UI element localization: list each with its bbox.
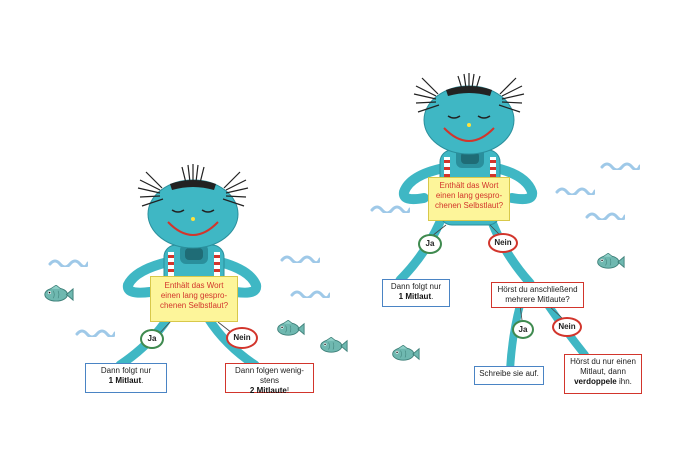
- left-question-note: Enthält das Wort einen lang gespro-chene…: [150, 276, 238, 322]
- fish-icon: [277, 320, 305, 336]
- right-yes-result-end: .: [431, 292, 434, 301]
- right-follow-no-result-bold: verdoppele: [574, 377, 617, 386]
- right-yes-result-bold: 1 Mitlaut: [398, 292, 432, 301]
- left-no-result-end: !: [286, 386, 290, 395]
- right-follow-yes-badge: Ja: [512, 320, 534, 339]
- left-no-badge: Nein: [226, 327, 258, 349]
- right-follow-question-text: Hörst du anschließend mehrere Mitlaute?: [497, 285, 578, 304]
- right-no-label: Nein: [494, 238, 512, 247]
- right-follow-no-result-end: ihn.: [619, 377, 632, 386]
- right-question-text: Enthält das Wort einen lang gespro-chene…: [434, 181, 504, 210]
- wave-icon: [555, 187, 595, 195]
- fish-icon: [320, 337, 348, 353]
- left-yes-badge: Ja: [140, 329, 164, 349]
- right-yes-label: Ja: [425, 239, 435, 248]
- fish-icon: [44, 285, 74, 302]
- right-no-badge: Nein: [488, 233, 518, 253]
- right-yes-badge: Ja: [418, 234, 442, 254]
- left-no-result-line1: Dann folgen wenig-stens: [235, 366, 304, 385]
- right-follow-yes-result: Schreibe sie auf.: [479, 369, 539, 378]
- right-follow-yes-result-box: Schreibe sie auf.: [474, 366, 544, 385]
- left-yes-result-line1: Dann folgt nur: [100, 366, 152, 375]
- right-question-note: Enthält das Wort einen lang gespro-chene…: [428, 177, 510, 221]
- wave-icon: [600, 162, 640, 170]
- fish-icon: [392, 345, 420, 361]
- wave-icon: [75, 329, 115, 337]
- right-follow-no-result-line1: Hörst du nur einen Mitlaut, dann: [570, 357, 636, 376]
- left-question-text: Enthält das Wort einen lang gespro-chene…: [159, 281, 229, 310]
- wave-icon: [280, 255, 320, 263]
- right-follow-no-badge: Nein: [552, 317, 582, 337]
- left-no-result-box: Dann folgen wenig-stens 2 Mitlaute!: [225, 363, 314, 395]
- left-yes-result-end: .: [141, 376, 144, 385]
- right-follow-no-label: Nein: [558, 322, 576, 331]
- wave-icon: [290, 290, 330, 298]
- left-no-label: Nein: [233, 333, 251, 342]
- left-yes-label: Ja: [147, 334, 157, 343]
- right-follow-question-box: Hörst du anschließend mehrere Mitlaute?: [491, 282, 584, 308]
- wave-icon: [48, 259, 88, 267]
- left-yes-result-box: Dann folgt nur 1 Mitlaut.: [85, 363, 167, 393]
- right-yes-result-box: Dann folgt nur 1 Mitlaut.: [382, 279, 450, 307]
- right-yes-result-line1: Dann folgt nur: [390, 282, 442, 291]
- right-follow-yes-label: Ja: [518, 325, 528, 334]
- left-no-result-bold: 2 Mitlaute: [249, 386, 287, 395]
- left-yes-result-bold: 1 Mitlaut: [108, 376, 142, 385]
- fish-icon: [597, 253, 625, 269]
- right-follow-no-result-box: Hörst du nur einen Mitlaut, dann verdopp…: [564, 354, 642, 394]
- wave-icon: [370, 205, 410, 213]
- wave-icon: [585, 212, 625, 220]
